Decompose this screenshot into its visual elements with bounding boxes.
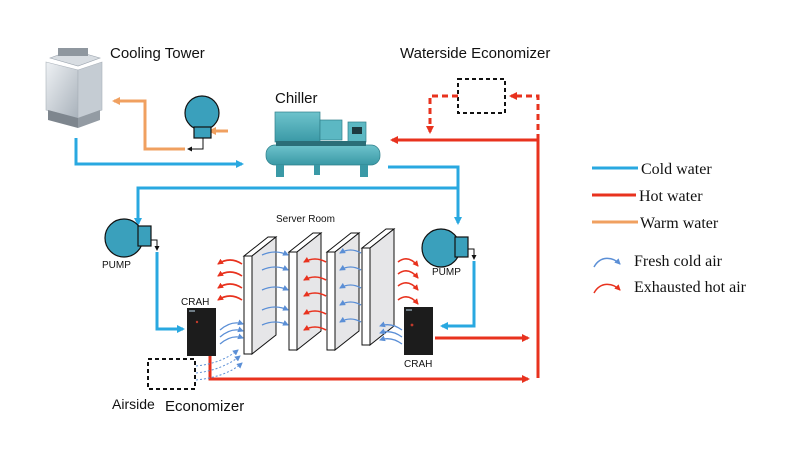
- cold-air-arrow: [219, 319, 244, 331]
- crah-right-icon: [404, 307, 433, 355]
- legend-label-warm-water: Warm water: [640, 215, 719, 232]
- cold-water-to-crah-right: [440, 261, 476, 330]
- hot-water-return-to-chiller: [390, 136, 540, 378]
- warm-water-to-tower: [112, 97, 185, 151]
- cold-air-arrow: [219, 326, 244, 338]
- pump-right-icon: [421, 228, 477, 268]
- cold-air-arrow: [339, 299, 362, 306]
- hot-air-arrow: [303, 324, 327, 331]
- cold-air-arrow: [261, 250, 289, 256]
- cold-air-arrow: [379, 321, 403, 331]
- hot-air-arrow: [303, 290, 327, 297]
- cold-air-arrow: [379, 335, 403, 345]
- legend: Cold water Hot water Warm water Fresh co…: [592, 161, 747, 296]
- crah-left-label: CRAH: [181, 297, 209, 308]
- legend-label-exhausted-hot-air: Exhausted hot air: [634, 279, 747, 296]
- hot-air-arrow: [397, 258, 419, 267]
- cold-water-tower-to-chiller: [74, 138, 244, 168]
- server-rack-1: [242, 235, 278, 356]
- hot-air-arrow: [217, 258, 243, 265]
- cooling-tower-icon: [45, 48, 103, 128]
- airside-label: Airside: [112, 396, 155, 412]
- chiller-label: Chiller: [275, 90, 318, 107]
- pump-left-label: PUMP: [102, 260, 131, 271]
- legend-swatch-exhausted-hot-air: [593, 283, 621, 294]
- tower-pump-icon: [184, 95, 220, 152]
- cold-air-arrow: [339, 282, 362, 289]
- cold-air-arrow: [339, 264, 362, 271]
- airside-fresh-air-lines: [195, 349, 243, 381]
- hot-air-arrow: [397, 270, 419, 279]
- server-room-label: Server Room: [276, 214, 335, 225]
- cold-air-arrow: [261, 265, 289, 271]
- airside-economizer-box: [147, 358, 196, 390]
- cold-air-arrow: [339, 316, 362, 323]
- cold-air-arrow: [339, 247, 362, 254]
- hot-water-from-crah-left: [208, 356, 530, 383]
- hot-air-arrow: [217, 270, 243, 277]
- cold-air-arrow: [261, 305, 289, 311]
- cooling-tower-label: Cooling Tower: [110, 45, 205, 62]
- hot-air-arrow: [303, 256, 327, 263]
- legend-label-hot-water: Hot water: [639, 188, 703, 205]
- legend-label-cold-water: Cold water: [641, 161, 712, 178]
- hot-air-arrow: [303, 274, 327, 281]
- cold-air-arrow: [219, 333, 244, 345]
- hot-air-arrow: [217, 294, 243, 301]
- cold-air-arrow: [379, 328, 403, 338]
- pump-right-label: PUMP: [432, 267, 461, 278]
- cold-air-arrow: [261, 320, 289, 326]
- airflow-arrows: [217, 247, 419, 345]
- cold-water-to-crah-left: [155, 252, 185, 333]
- crah-right-label: CRAH: [404, 359, 432, 370]
- cold-air-arrow: [261, 285, 289, 291]
- legend-swatch-fresh-cold-air: [593, 257, 621, 268]
- legend-label-fresh-cold-air: Fresh cold air: [634, 253, 723, 270]
- chiller-icon: [265, 111, 381, 177]
- pump-left-icon: [104, 218, 160, 258]
- server-rack-2: [287, 231, 323, 352]
- server-racks: [242, 227, 396, 356]
- crah-left-icon: [187, 308, 216, 356]
- hot-air-arrow: [397, 296, 419, 305]
- waterside-economizer-box: [457, 78, 506, 114]
- waterside-economizer-label: Waterside Economizer: [400, 45, 550, 62]
- hot-air-arrow: [397, 282, 419, 291]
- hot-air-arrow: [303, 308, 327, 315]
- server-rack-4: [360, 227, 396, 347]
- hot-water-to-waterside-economizer: [509, 92, 540, 140]
- hot-air-arrow: [217, 282, 243, 289]
- hot-water-from-waterside-economizer: [426, 94, 458, 134]
- economizer-label: Economizer: [165, 398, 244, 415]
